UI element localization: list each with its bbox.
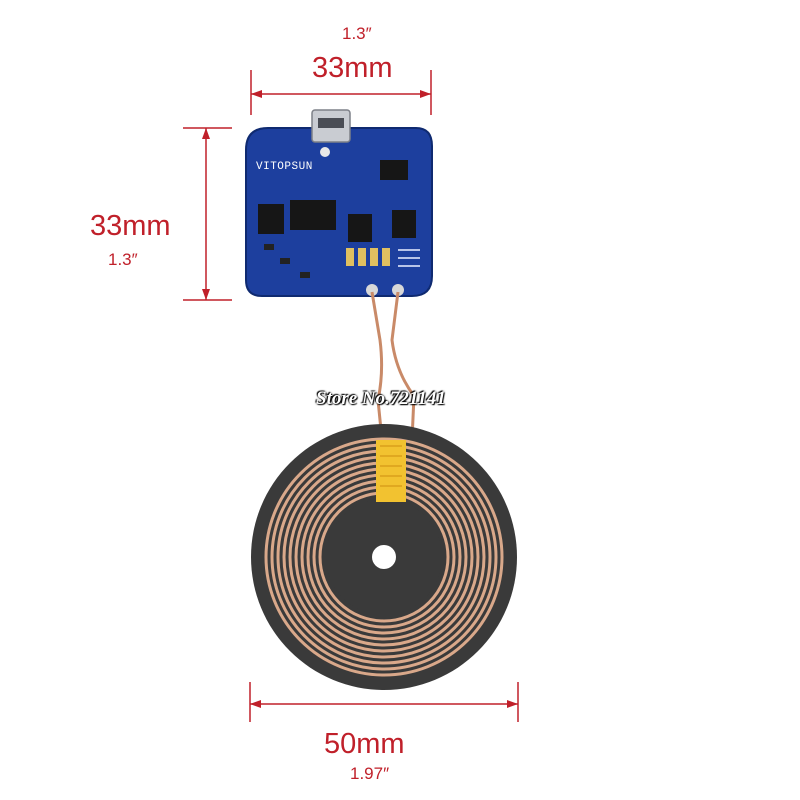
pcb-silkscreen-label: VITOPSUN: [256, 161, 313, 173]
left-dimension-line: [183, 127, 232, 301]
bottom-dimension-mm: 50mm: [324, 728, 405, 760]
bottom-dimension-inches: 1.97″: [350, 764, 390, 783]
top-dimension-line: [250, 70, 432, 115]
bottom-dimension-line: [249, 682, 519, 722]
kapton-tape: [376, 440, 406, 502]
top-dimension-mm: 33mm: [312, 52, 393, 84]
store-watermark: Store No.721141: [316, 388, 446, 409]
left-dimension-inches: 1.3″: [108, 250, 138, 269]
coil-leads: [370, 291, 416, 441]
left-dimension-mm: 33mm: [90, 210, 171, 242]
charging-coil: [251, 424, 517, 690]
top-dimension-inches: 1.3″: [342, 24, 372, 43]
pcb-board: [245, 109, 433, 297]
